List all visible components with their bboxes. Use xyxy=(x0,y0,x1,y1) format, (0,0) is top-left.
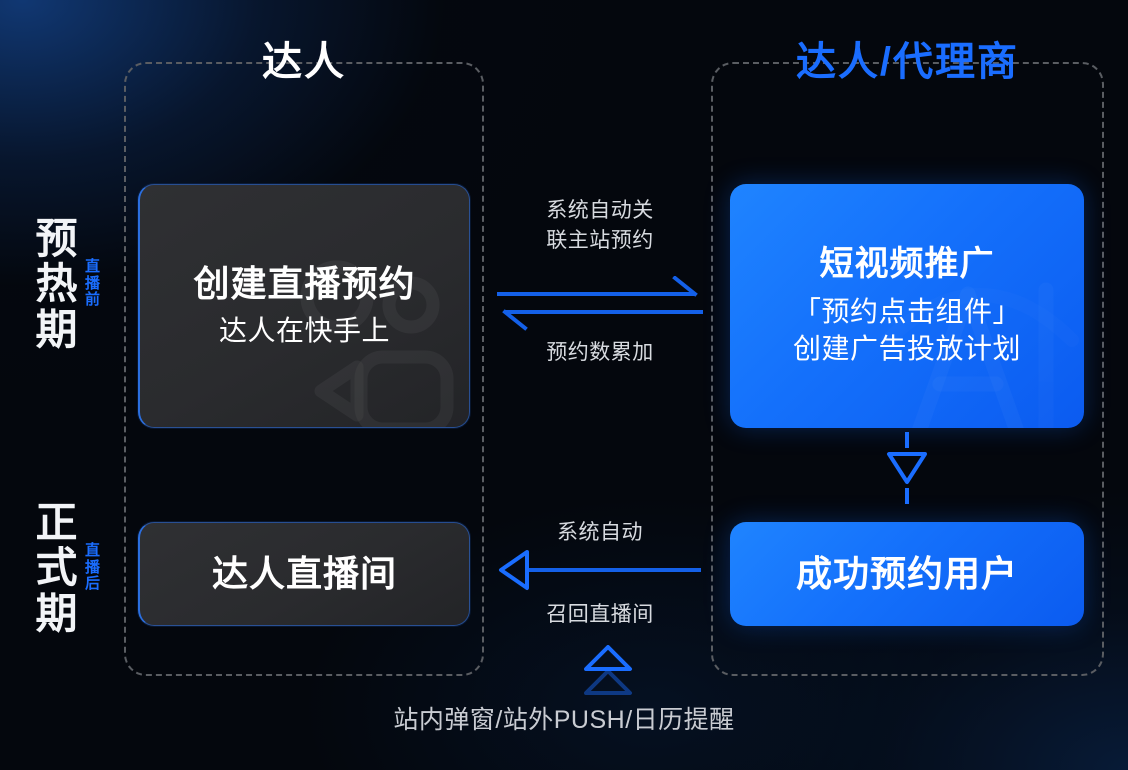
connector-label-recall-room: 召回直播间 xyxy=(490,600,710,630)
card-live-room-title: 达人直播间 xyxy=(211,553,397,595)
connector-label-system-auto-text: 系统自动 xyxy=(557,521,643,544)
card-successful-users[interactable]: 成功预约用户 xyxy=(730,522,1084,626)
arrow-up-icon xyxy=(584,645,632,695)
connector-label-recall-room-text: 召回直播间 xyxy=(546,603,654,626)
card-successful-users-title: 成功预约用户 xyxy=(795,553,1018,595)
card-create-reservation[interactable]: 创建直播预约 达人在快手上 xyxy=(138,184,470,428)
phase-label-official: 正式期 直播后 xyxy=(34,500,101,636)
group-title-agency: 达人/代理商 xyxy=(795,40,1020,84)
connector-label-auto-link-line2: 联主站预约 xyxy=(546,229,654,253)
bidirectional-arrow-icon xyxy=(497,276,703,331)
footer-caption: 站内弹窗/站外PUSH/日历提醒 xyxy=(393,706,735,734)
connector-label-auto-link: 系统自动关 联主站预约 xyxy=(490,196,710,257)
phase-label-warmup: 预热期 直播前 xyxy=(34,216,101,352)
group-title-talent: 达人 xyxy=(262,40,346,84)
connector-label-reservation-count-text: 预约数累加 xyxy=(546,341,654,364)
phase-sub-official: 直播后 xyxy=(84,541,100,593)
connector-label-auto-link-line1: 系统自动关 xyxy=(546,199,654,222)
card-short-video-promo-line2: 创建广告投放计划 xyxy=(792,332,1021,364)
phase-name-warmup: 预热期 xyxy=(35,215,79,353)
card-create-reservation-title: 创建直播预约 xyxy=(193,263,416,305)
phase-sub-warmup: 直播前 xyxy=(84,257,100,309)
phase-name-official: 正式期 xyxy=(35,499,79,637)
connector-label-reservation-count: 预约数累加 xyxy=(490,338,710,368)
group-box-agency xyxy=(711,62,1104,676)
arrow-down-icon xyxy=(887,432,927,504)
card-short-video-promo[interactable]: 短视频推广 「预约点击组件」 创建广告投放计划 xyxy=(730,184,1084,428)
card-short-video-promo-line1: 「预约点击组件」 xyxy=(792,296,1021,328)
group-box-talent xyxy=(124,62,484,676)
connector-label-system-auto: 系统自动 xyxy=(490,518,710,548)
card-create-reservation-subtitle: 达人在快手上 xyxy=(218,314,390,346)
arrow-left-icon xyxy=(499,550,701,590)
card-short-video-promo-title: 短视频推广 xyxy=(819,245,995,284)
card-live-room[interactable]: 达人直播间 xyxy=(138,522,470,626)
